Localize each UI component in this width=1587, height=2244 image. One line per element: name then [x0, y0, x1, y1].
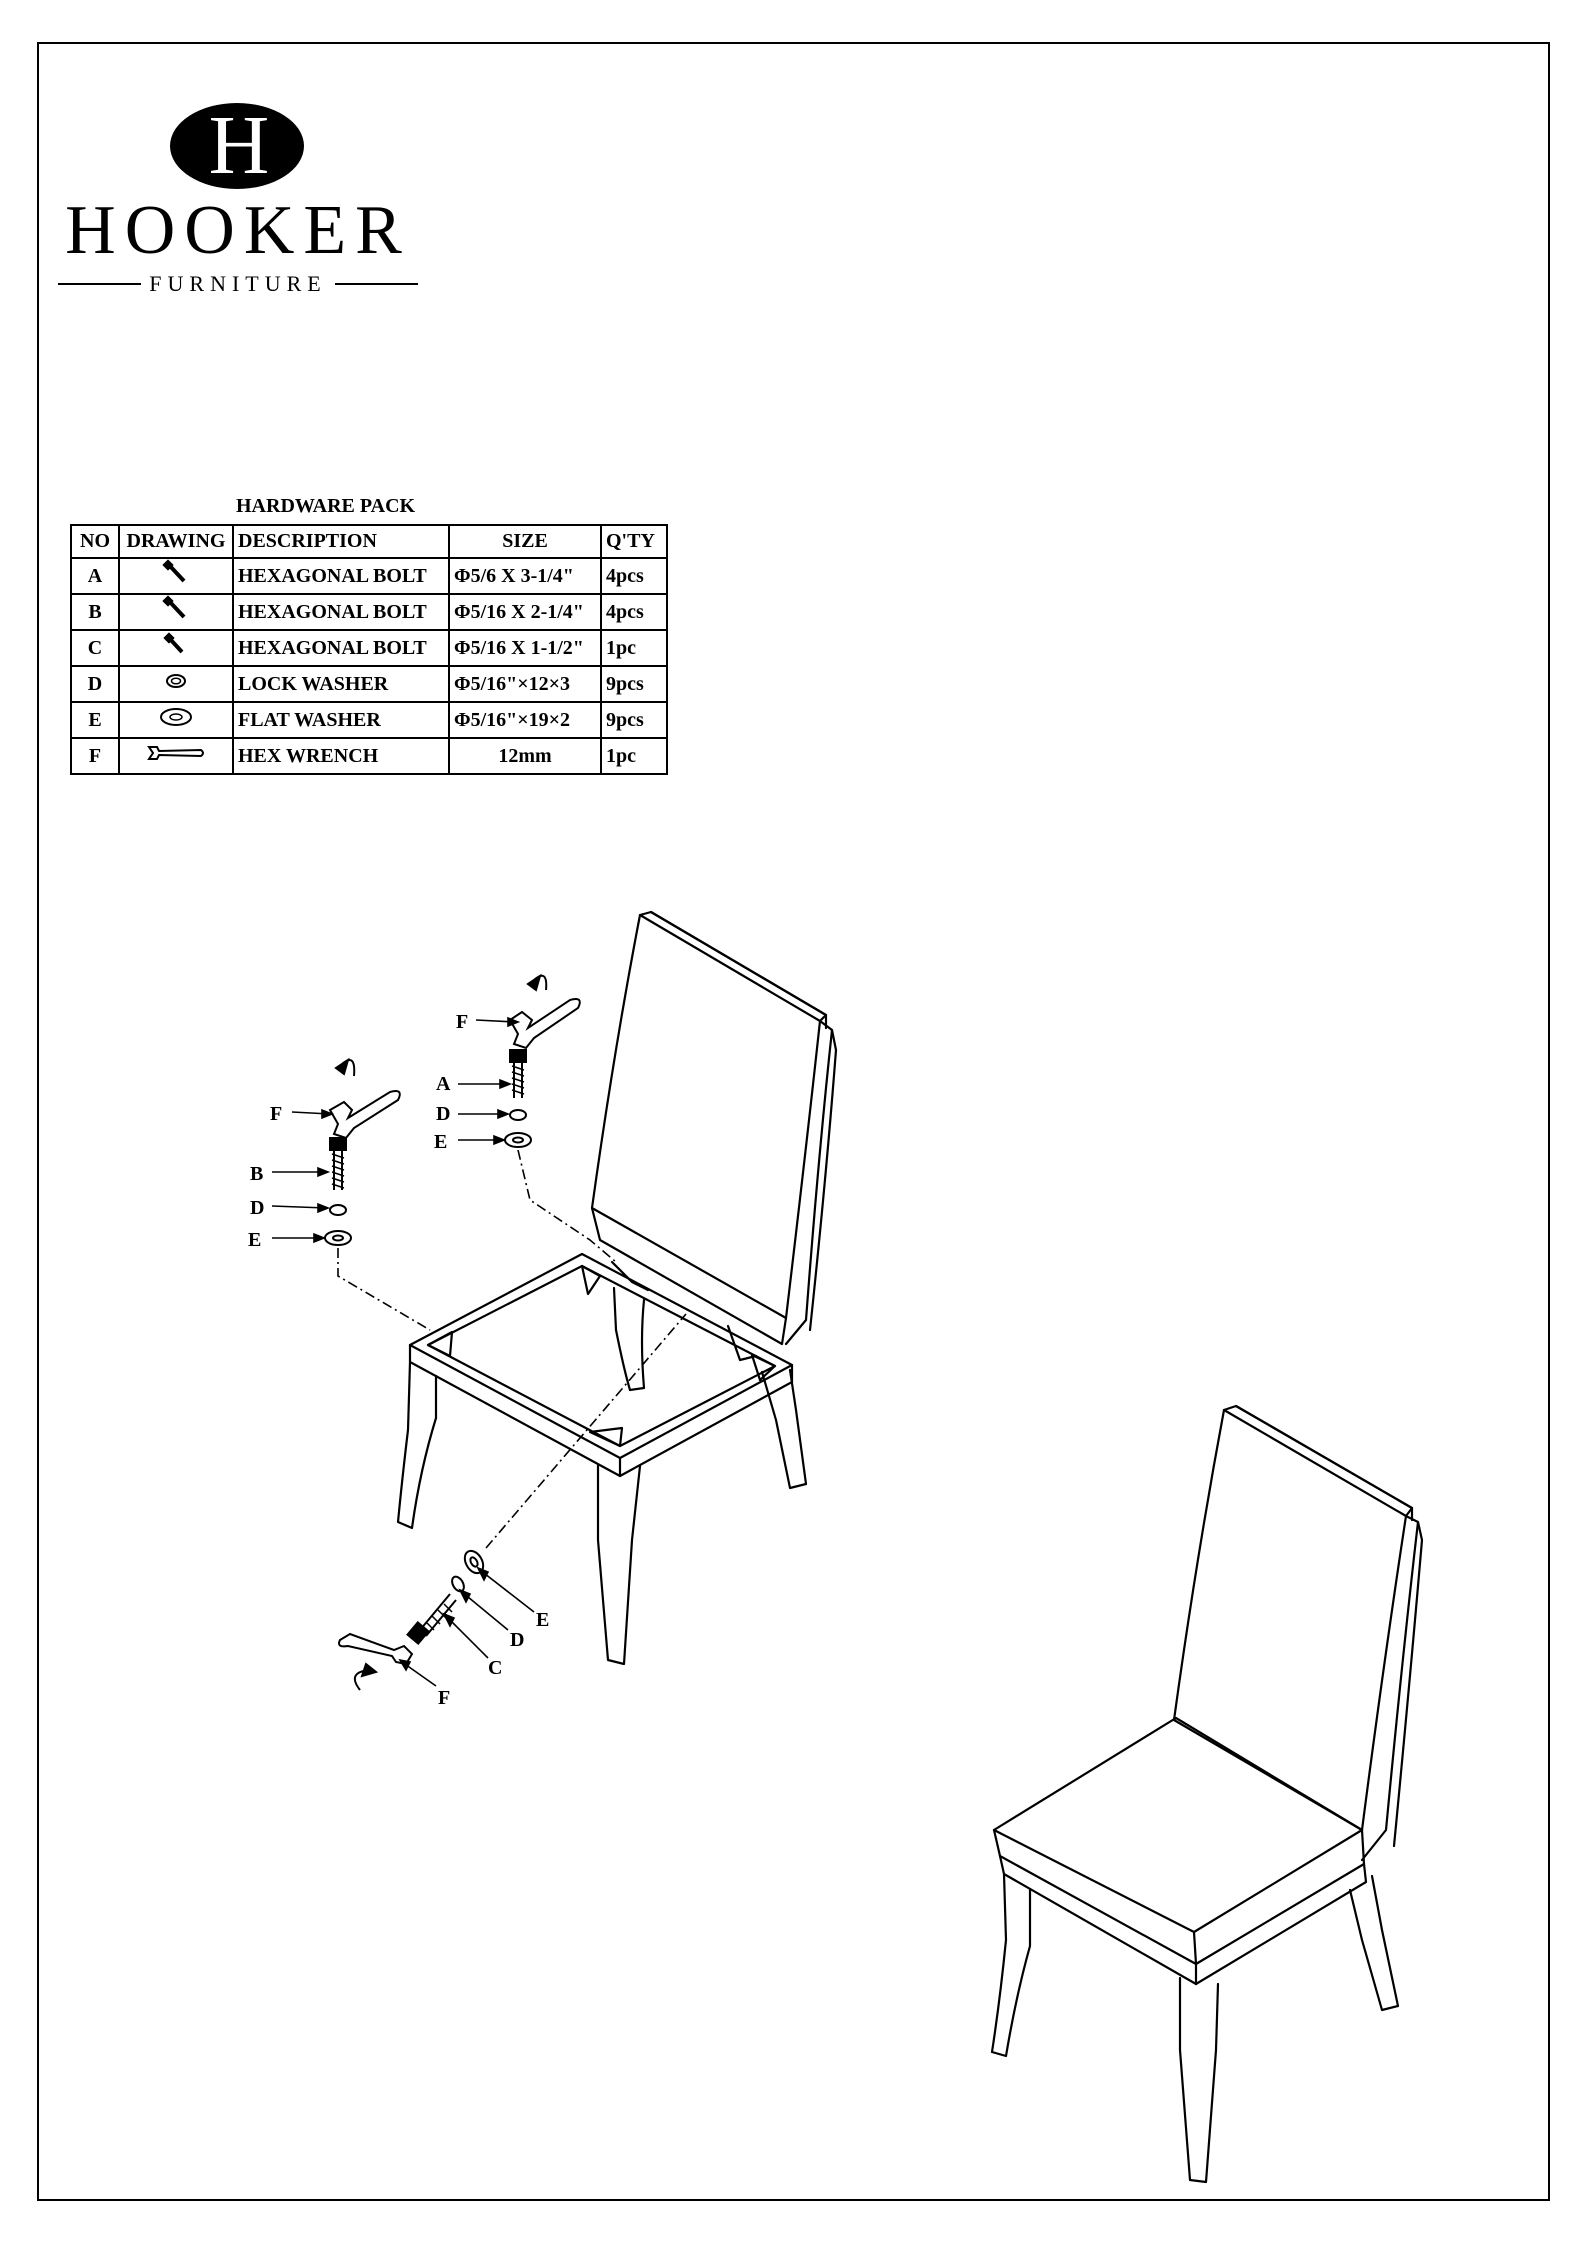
label-e: E: [536, 1609, 549, 1631]
label-f: F: [270, 1103, 282, 1125]
flat-washer-icon: [505, 1133, 531, 1147]
lock-washer-icon: [330, 1205, 346, 1215]
label-d: D: [436, 1103, 450, 1125]
label-c: C: [488, 1657, 502, 1679]
assembled-chair: [992, 1406, 1422, 2182]
rotate-arrow-icon: [528, 976, 546, 990]
rotate-arrow-icon: [355, 1664, 376, 1690]
label-e: E: [248, 1229, 261, 1251]
label-f: F: [456, 1011, 468, 1033]
label-d: D: [510, 1629, 524, 1651]
wrench-icon: [510, 999, 580, 1048]
bolt-icon: [510, 1050, 526, 1098]
exploded-chair-frame: [398, 1254, 806, 1664]
rotate-arrow-icon: [336, 1060, 354, 1076]
label-d: D: [250, 1197, 264, 1219]
bolt-icon: [330, 1138, 346, 1190]
label-a: A: [436, 1073, 451, 1095]
label-e: E: [434, 1131, 447, 1153]
wrench-icon: [330, 1091, 400, 1138]
lock-washer-icon: [510, 1110, 526, 1120]
lock-washer-icon: [450, 1575, 467, 1594]
label-b: B: [250, 1163, 263, 1185]
flat-washer-icon: [325, 1231, 351, 1245]
label-f: F: [438, 1687, 450, 1709]
